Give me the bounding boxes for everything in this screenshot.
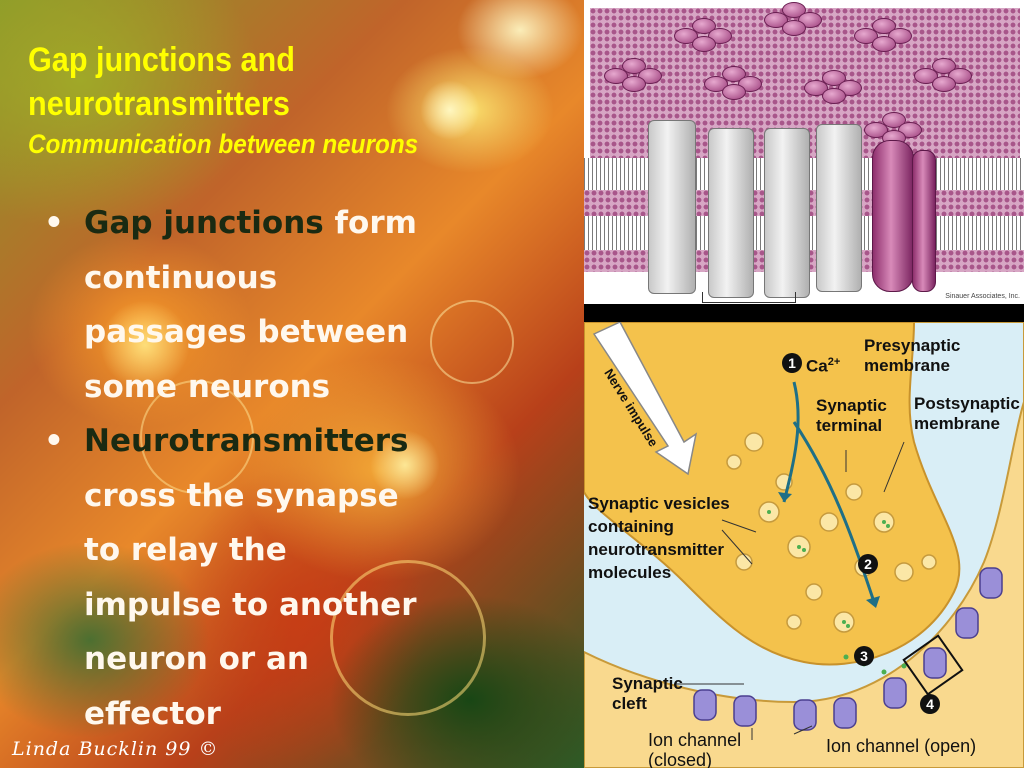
fractal-glow (370, 430, 440, 500)
label-line: terminal (816, 416, 883, 435)
fractal-ring (430, 300, 514, 384)
postsynaptic-label: Postsynaptic membrane (914, 394, 1020, 434)
bullet-text: passages between (84, 314, 409, 350)
synaptic-terminal-label: Synaptic terminal (816, 396, 887, 436)
bullet-text: to relay the (84, 532, 287, 568)
bullet-text: impulse to another (84, 586, 417, 623)
label-line: molecules (588, 563, 672, 582)
cut-channel (816, 124, 862, 292)
bullet-text: some neurons (84, 368, 331, 405)
step-badge: 4 (920, 694, 940, 714)
bullet-text: effector (84, 695, 221, 732)
connexon (854, 18, 912, 52)
artist-signature: Linda Bucklin 99 © (12, 738, 219, 760)
connexon-channel (912, 150, 936, 292)
fractal-glow (420, 80, 480, 140)
calcium-text: Ca (806, 356, 828, 376)
label-line: containing (588, 517, 674, 536)
title-line: Gap junctions and (28, 41, 295, 79)
bullet-text: continuous (84, 259, 278, 296)
ion-channel-closed-label: Ion channel (closed) (648, 730, 741, 768)
label-line: Synaptic vesicles (588, 494, 730, 513)
calcium-arrow (792, 421, 876, 603)
calcium-label: Ca2+ (806, 352, 840, 377)
label-line: neurotransmitter (588, 540, 725, 559)
connexon-channel (872, 140, 914, 292)
label-line: Postsynaptic (914, 394, 1020, 413)
connexon (604, 58, 662, 92)
leader-lines (674, 441, 905, 740)
zoom-box (902, 634, 964, 696)
slide-subtitle: Communication between neurons (28, 129, 419, 159)
fractal-ring (140, 380, 254, 494)
label-line: cleft (612, 694, 647, 713)
label-line: (closed) (648, 750, 713, 768)
fractal-glow (100, 300, 190, 390)
postsynaptic-cell (584, 322, 1024, 768)
label-line: membrane (864, 356, 950, 375)
bullet-dot: • (44, 423, 64, 459)
synaptic-cleft-label: Synaptic cleft (612, 674, 683, 714)
bullet-text: form (323, 205, 417, 241)
vesicles-label: Synaptic vesicles containing neurotransm… (588, 492, 730, 584)
calcium-charge: 2+ (827, 356, 841, 368)
label-line: Presynaptic (864, 336, 961, 355)
synapse-diagram: Nerve impulse 1 Ca2+ Presynaptic membran… (584, 322, 1024, 768)
ion-channels (693, 567, 1003, 731)
label-line: Ion channel (648, 730, 742, 750)
cut-channel (764, 128, 810, 298)
synapse-illustration (584, 322, 1024, 768)
title-line: neurotransmitters (28, 85, 290, 123)
calcium-arrow (782, 381, 800, 503)
bullet-dot: • (44, 205, 64, 241)
cut-channel (708, 128, 754, 298)
label-line: Synaptic (612, 674, 683, 693)
bullet-item: • Neurotransmitters cross the synapse to… (42, 414, 482, 741)
bullet-item: • Gap junctions form continuous passages… (42, 196, 482, 414)
connexon (804, 70, 862, 104)
slide-title: Gap junctions and neurotransmitters Comm… (28, 38, 568, 162)
fractal-background: Gap junctions and neurotransmitters Comm… (0, 0, 584, 768)
cut-channel (648, 120, 696, 294)
gap-junction-diagram: Sinauer Associates, Inc. (584, 0, 1024, 304)
fractal-ring (330, 560, 486, 716)
connexon (674, 18, 732, 52)
step-badge: 3 (854, 646, 874, 666)
label-line: Synaptic (816, 396, 887, 415)
connexon (914, 58, 972, 92)
bullet-text: Gap junctions (84, 205, 324, 241)
gap-span-bracket (702, 292, 796, 303)
connexon (704, 66, 762, 100)
bullet-text: cross the synapse (84, 477, 399, 514)
bullet-text: neuron or an (84, 641, 309, 677)
presynaptic-label: Presynaptic membrane (864, 336, 960, 376)
ion-channel-open-label: Ion channel (open) (826, 736, 977, 756)
bullet-text: Neurotransmitters (84, 423, 409, 459)
nerve-impulse-arrow (592, 322, 698, 476)
step-badge: 1 (782, 353, 802, 373)
image-credit: Sinauer Associates, Inc. (945, 293, 1020, 300)
step-badge: 2 (858, 554, 878, 574)
bullet-list: • Gap junctions form continuous passages… (42, 196, 482, 741)
connexon (764, 2, 822, 36)
label-line: membrane (914, 414, 1000, 433)
